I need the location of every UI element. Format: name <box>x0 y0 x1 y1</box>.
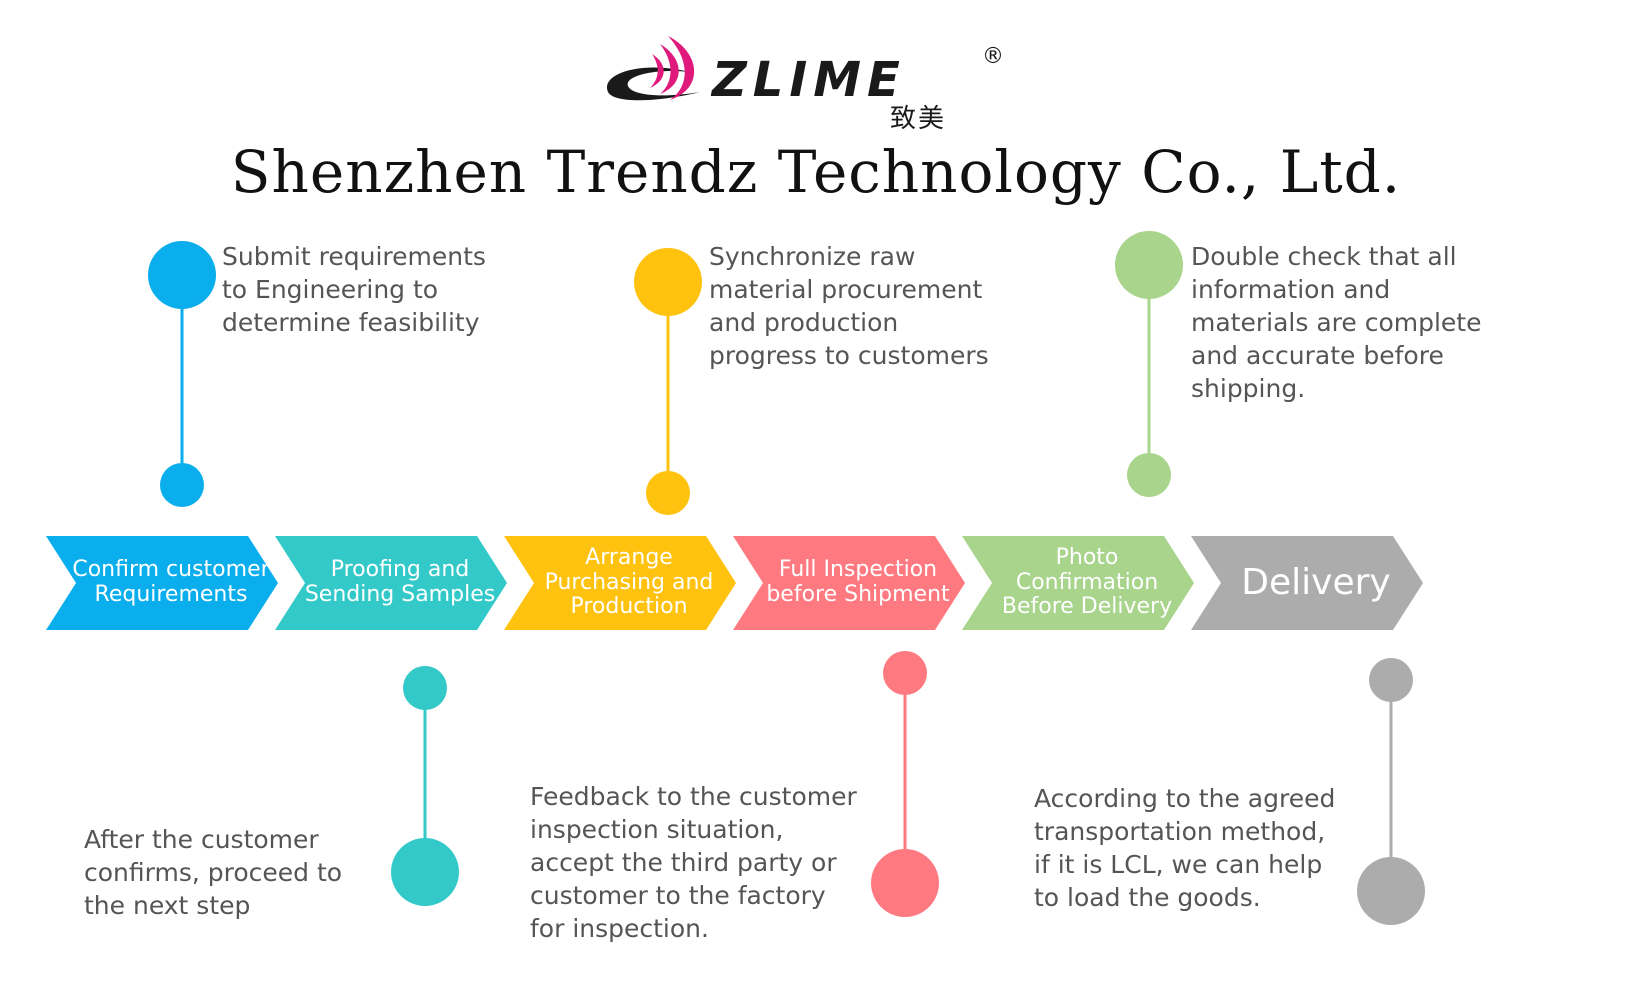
logo-swirl-pink-3 <box>650 54 664 88</box>
stem-circle-large-2 <box>391 838 459 906</box>
stem-circle-small-5 <box>1127 453 1171 497</box>
logo-swirl-dark <box>606 67 700 101</box>
chevron-step-6 <box>1191 536 1423 630</box>
chevron-step-1 <box>46 536 278 630</box>
stem-circle-small-4 <box>883 651 927 695</box>
stem-circle-small-3 <box>646 471 690 515</box>
logo-wordmark: ZLIME <box>712 52 906 108</box>
stem-circle-small-2 <box>403 666 447 710</box>
zlime-logo-mark <box>606 36 700 101</box>
stem-circle-small-6 <box>1369 658 1413 702</box>
chevron-step-2 <box>275 536 507 630</box>
stem-circle-small-1 <box>160 463 204 507</box>
stem-circle-large-5 <box>1115 231 1183 299</box>
chevron-row <box>46 536 1423 630</box>
registered-mark: ® <box>982 44 1004 69</box>
stem-circle-large-1 <box>148 241 216 309</box>
stem-circle-large-4 <box>871 849 939 917</box>
chevron-step-4 <box>733 536 965 630</box>
chevron-step-3 <box>504 536 736 630</box>
stem-circle-large-3 <box>634 248 702 316</box>
chevron-step-5 <box>962 536 1194 630</box>
timeline-stems <box>148 231 1425 925</box>
step-label-6: Delivery <box>1241 561 1391 603</box>
stem-circle-large-6 <box>1357 857 1425 925</box>
logo-chinese-name: 致美 <box>890 104 947 134</box>
logo-swirl-pink-1 <box>668 36 695 100</box>
logo-swirl-pink-2 <box>660 44 679 94</box>
company-title: Shenzhen Trendz Technology Co., Ltd. <box>230 138 1402 206</box>
